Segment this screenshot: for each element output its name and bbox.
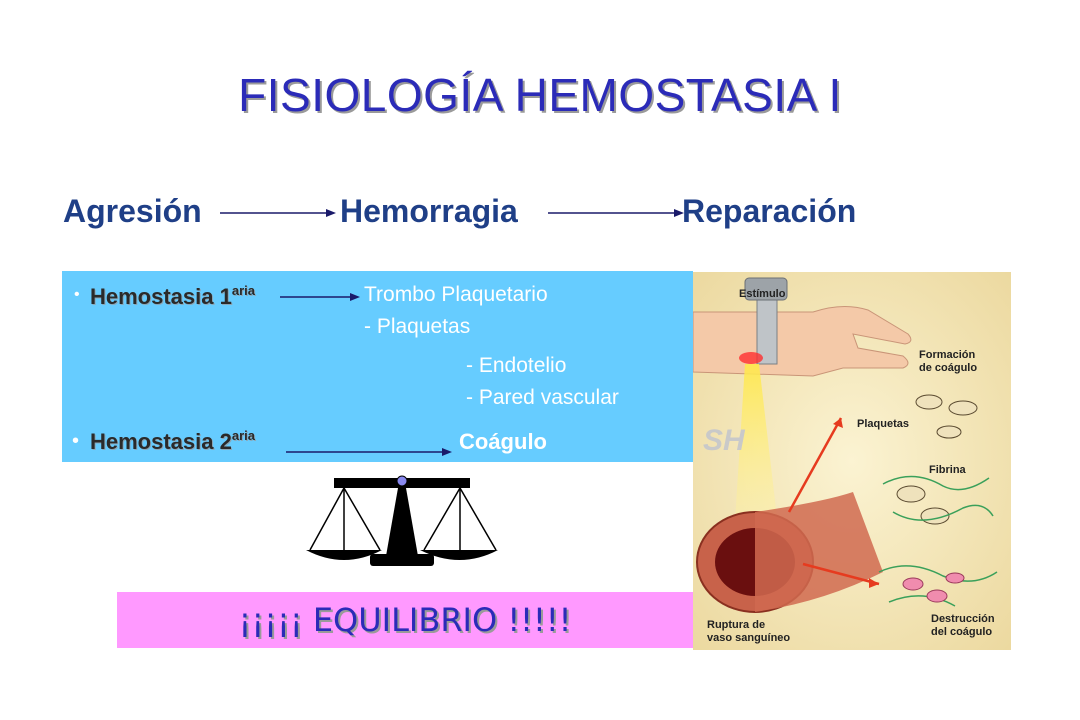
hemostasia-primaria-text: Hemostasia 1 [90, 284, 232, 309]
slide-title: FISIOLOGÍA HEMOSTASIA I [238, 69, 842, 121]
trombo-plaquetario-label: Trombo Plaquetario [364, 283, 548, 306]
hemostasia-secundaria-sup: aria [231, 428, 255, 443]
pared-vascular-item: - Pared vascular [466, 386, 619, 409]
flow-arrow-1 [220, 209, 336, 217]
hemostasia-secundaria-text: Hemostasia 2 [90, 429, 232, 454]
label-destruccion-1: Destrucción [931, 613, 995, 625]
equilibrio-banner: ¡¡¡¡¡ EQUILIBRIO !!!!! [117, 592, 693, 648]
label-fibrina: Fibrina [929, 464, 967, 476]
label-ruptura-1: Ruptura de [707, 619, 765, 631]
label-estimulo: Estímulo [739, 288, 786, 300]
flow-step-hemorragia: Hemorragia [340, 193, 518, 229]
flow-step-agresion: Agresión [63, 193, 202, 229]
coagulo-label: Coágulo [459, 429, 547, 454]
hemostasia-primaria-label: Hemostasia 1aria [90, 283, 255, 310]
hemostasia-secundaria-arrow [286, 448, 452, 456]
hemostasia-primaria-sup: aria [231, 283, 255, 298]
label-formacion-2: de coágulo [919, 362, 977, 374]
flow-step-reparacion: Reparación [682, 193, 857, 229]
label-formacion-1: Formación [919, 349, 976, 361]
plaquetas-item: - Plaquetas [364, 315, 471, 338]
label-destruccion-2: del coágulo [931, 626, 992, 638]
sh-logo: SH [703, 424, 746, 457]
label-plaquetas: Plaquetas [857, 418, 909, 430]
balance-scale-icon [306, 475, 498, 566]
label-ruptura-2: vaso sanguíneo [707, 632, 790, 644]
hemostasis-illustration: SH Estímulo Formación de coágulo Plaquet… [693, 272, 1011, 650]
hemostasia-primaria-arrow [280, 293, 360, 301]
hemostasia-secundaria-label: Hemostasia 2aria [90, 428, 255, 455]
equilibrio-text: ¡¡¡¡¡ EQUILIBRIO !!!!! [238, 601, 572, 639]
bullet-dot-2: • [72, 430, 80, 452]
flow-arrow-2 [548, 209, 684, 217]
endotelio-item: - Endotelio [466, 354, 567, 377]
hemostasia-box [62, 271, 693, 462]
bullet-dot-1: • [74, 286, 80, 303]
